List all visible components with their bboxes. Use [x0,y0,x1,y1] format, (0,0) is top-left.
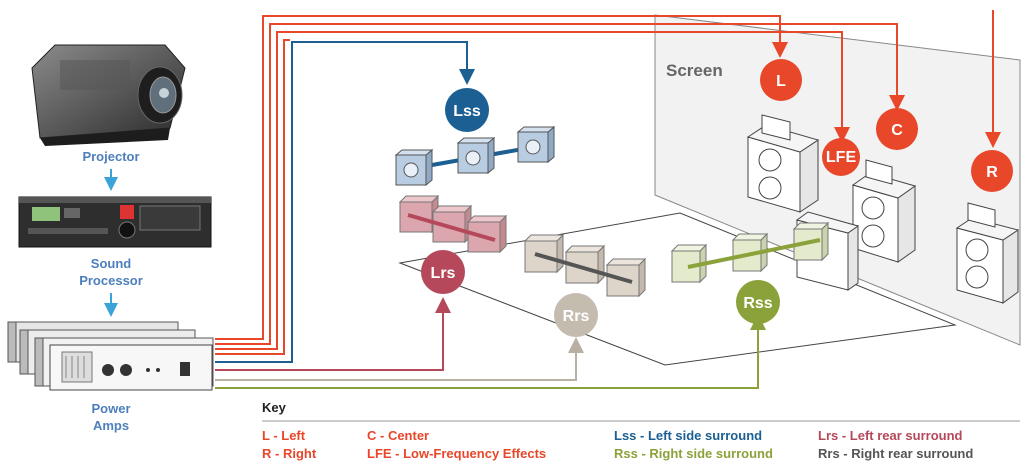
power-amps-label-2: Amps [93,418,129,433]
badge-lfe: LFE [822,138,860,176]
svg-text:R: R [986,164,998,181]
key-title: Key [262,400,287,415]
badge-lrs: Lrs [421,250,465,294]
key-item: L - Left [262,428,306,443]
key-item: Rrs - Right rear surround [818,446,973,461]
svg-text:Lrs: Lrs [431,265,456,282]
key-item: R - Right [262,446,317,461]
lss-line [215,41,475,363]
key-item: Lss - Left side surround [614,428,762,443]
power-amps-label-1: Power [91,401,130,416]
sound-processor-image [18,196,212,248]
svg-text:Lss: Lss [453,103,481,120]
rrs-line [215,337,584,381]
key-item: C - Center [367,428,429,443]
lrs-line [215,297,451,371]
sound-processor-label-2: Processor [79,273,143,288]
speaker-left [746,114,820,213]
lrs-speaker-row [398,194,508,254]
lss-speaker-row [394,125,556,187]
screen-plane [654,14,1021,346]
badge-rss: Rss [736,280,780,324]
projector-image [31,44,186,146]
svg-text:Rss: Rss [743,295,772,312]
badge-l: L [760,59,802,101]
projector-label: Projector [82,149,139,164]
sound-processor-label-1: Sound [91,256,131,271]
key-item: Rss - Right side surround [614,446,773,461]
badge-rrs: Rrs [554,293,598,337]
speaker-right [955,202,1020,304]
badge-c: C [876,108,918,150]
svg-text:C: C [891,122,903,139]
power-amps-image [7,321,214,391]
speaker-center [851,159,917,263]
rrs-speaker-row [523,233,647,298]
key-item: LFE - Low-Frequency Effects [367,446,546,461]
screen-label: Screen [666,61,723,80]
key-item: Lrs - Left rear surround [818,428,963,443]
badge-r: R [971,150,1013,192]
svg-text:Rrs: Rrs [563,308,590,325]
key-items: L - Left R - Right C - Center LFE - Low-… [262,428,973,461]
svg-text:L: L [776,73,786,90]
svg-text:LFE: LFE [826,149,857,166]
rss-speaker-row [670,221,830,284]
front-channel-lines [215,10,1001,355]
rss-line [215,314,766,389]
badge-lss: Lss [445,88,489,132]
